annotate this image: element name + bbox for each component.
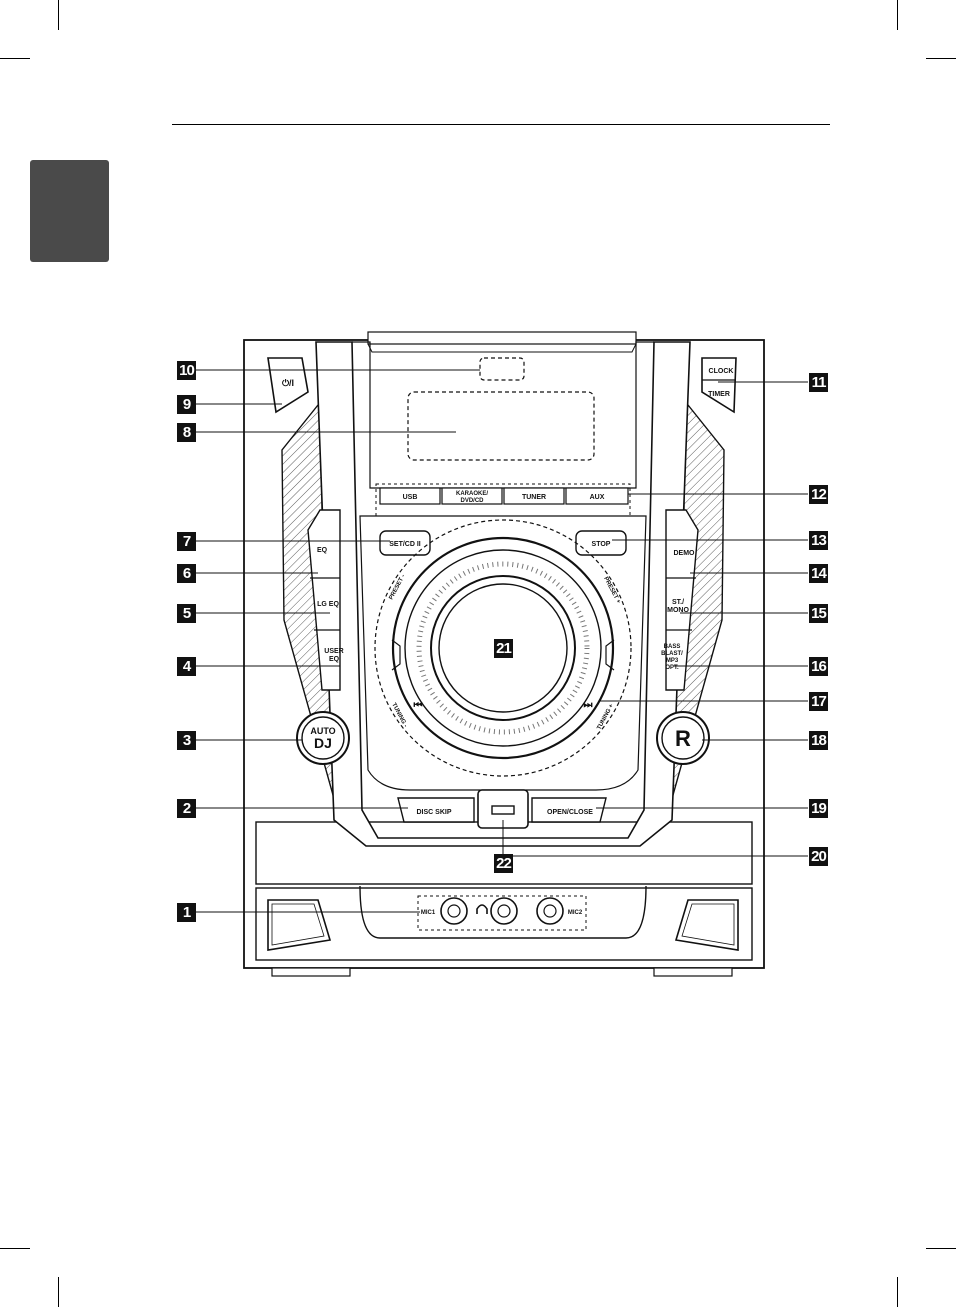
callout-4: 4 <box>177 657 196 676</box>
dial-outer-dashed <box>374 519 632 777</box>
open-close-label: OPEN/CLOSE <box>547 809 593 816</box>
lower-band <box>255 821 753 885</box>
bass-label-3: MP3 <box>666 658 679 664</box>
user-eq-label-2: EQ <box>329 656 340 663</box>
callout-2: 2 <box>177 799 196 818</box>
power-label: ⏻/I <box>282 378 294 388</box>
callout-22: 22 <box>494 854 513 873</box>
karaoke-label-2: DVD/CD <box>460 498 484 504</box>
callout-18: 18 <box>809 731 828 750</box>
usb-label: USB <box>403 494 418 501</box>
r-label: R <box>675 726 691 751</box>
crop-mark <box>0 1248 30 1249</box>
demo-label: DEMO <box>674 550 696 557</box>
header-rule <box>172 124 830 125</box>
timer-label: TIMER <box>708 391 730 398</box>
callout-11: 11 <box>809 373 828 392</box>
callout-13: 13 <box>809 531 828 550</box>
st-mono-label-2: MONO <box>667 607 689 614</box>
karaoke-button <box>441 487 503 505</box>
chapter-tab <box>30 160 109 262</box>
clock-timer-button <box>701 357 737 414</box>
callout-12: 12 <box>809 485 828 504</box>
disc-skip-button <box>397 797 475 823</box>
lg-eq-label: LG EQ <box>317 601 339 608</box>
mic1-label: MIC1 <box>421 910 436 916</box>
callout-15: 15 <box>809 604 828 623</box>
callout-14: 14 <box>809 564 828 583</box>
auto-label: AUTO <box>310 726 335 736</box>
crop-mark <box>897 0 898 30</box>
stop-label: STOP <box>592 541 611 548</box>
callout-3: 3 <box>177 731 196 750</box>
aux-label: AUX <box>590 494 605 501</box>
callout-10: 10 <box>177 361 196 380</box>
next-label: ⏭ <box>584 700 593 711</box>
foot-left <box>271 967 351 977</box>
bass-label-2: BLAST/ <box>661 651 683 657</box>
prev-label: ⏮ <box>414 700 423 711</box>
disc-skip-label: DISC SKIP <box>416 809 451 816</box>
crop-mark <box>58 1277 59 1307</box>
crop-mark <box>58 0 59 30</box>
callout-1: 1 <box>177 903 196 922</box>
eq-label: EQ <box>317 547 328 554</box>
callout-5: 5 <box>177 604 196 623</box>
bass-label-4: OPT. <box>665 665 679 671</box>
callout-20: 20 <box>809 847 828 866</box>
mic2-label: MIC2 <box>568 910 583 916</box>
remote-sensor <box>479 357 525 381</box>
crop-mark <box>897 1277 898 1307</box>
callout-7: 7 <box>177 532 196 551</box>
set-cd-label: SET/CD II <box>389 541 421 548</box>
tuner-button <box>503 487 565 505</box>
tuner-label: TUNER <box>522 494 546 501</box>
callout-16: 16 <box>809 657 828 676</box>
usb-port <box>491 805 515 815</box>
callout-8: 8 <box>177 423 196 442</box>
st-mono-label-1: ST./ <box>672 599 684 606</box>
open-close-button <box>531 797 607 823</box>
callout-19: 19 <box>809 799 828 818</box>
karaoke-label-1: KARAOKE/ <box>456 491 488 497</box>
crop-mark <box>926 58 956 59</box>
callout-21: 21 <box>494 639 513 658</box>
foot-right <box>653 967 733 977</box>
bass-label-1: BASS <box>664 644 681 650</box>
usb-button <box>379 487 441 505</box>
callout-9: 9 <box>177 395 196 414</box>
aux-button <box>565 487 629 505</box>
headphone-icon <box>476 904 488 914</box>
callout-17: 17 <box>809 692 828 711</box>
clock-label: CLOCK <box>709 368 734 375</box>
user-eq-label-1: USER <box>324 648 343 655</box>
power-button <box>267 357 309 414</box>
top-lid <box>367 331 637 345</box>
callout-6: 6 <box>177 564 196 583</box>
display-window <box>407 391 595 461</box>
dj-label: DJ <box>314 735 332 751</box>
crop-mark <box>0 58 30 59</box>
crop-mark <box>926 1248 956 1249</box>
